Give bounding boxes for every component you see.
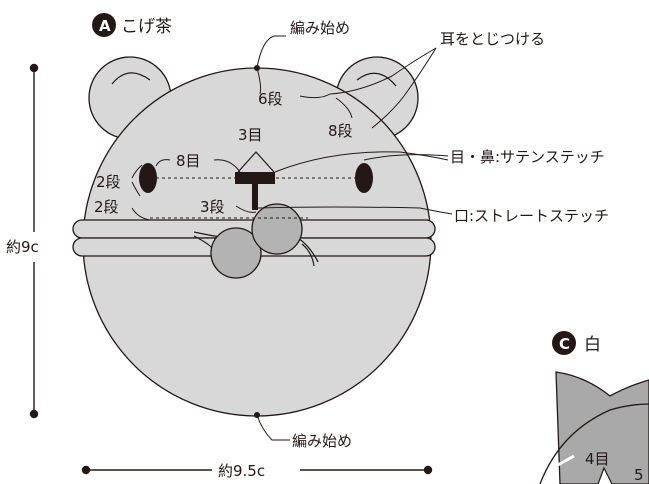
height-label: 約9c: [6, 238, 39, 256]
right-eye: [355, 163, 373, 193]
label-rows-6: 6段: [258, 90, 283, 108]
height-dimension: [29, 63, 39, 419]
label-stitches-3-top: 3目: [238, 126, 263, 144]
label-mouth-stitch: 口:ストレートステッチ: [454, 207, 609, 225]
left-eye: [139, 163, 157, 193]
label-rows-3-nose: 3段: [200, 198, 225, 216]
badge-c-icon: [552, 331, 576, 355]
svg-text:C: C: [559, 335, 570, 353]
svg-text:A: A: [99, 17, 111, 35]
label-eyes-nose-stitch: 目・鼻:サテンステッチ: [450, 148, 605, 166]
width-label: 約9.5c: [218, 462, 265, 480]
label-rows-8: 8段: [328, 122, 353, 140]
muzzle-lower: [210, 227, 262, 279]
label-rows-2-band: 2段: [94, 198, 119, 216]
badge-a-icon: [92, 13, 116, 37]
title-c: C 白: [552, 331, 601, 355]
muzzle-upper: [251, 203, 303, 255]
mouth-stem: [252, 184, 258, 210]
cat-figure-c: [539, 371, 649, 484]
title-a: A こげ茶: [92, 13, 172, 37]
label-c-stitches-4: 4目: [585, 450, 610, 468]
title-a-text: こげ茶: [121, 17, 172, 37]
width-dimension: [81, 465, 433, 475]
label-start-bottom: 編み始め: [292, 432, 352, 450]
label-rows-2-eye: 2段: [96, 173, 121, 191]
nose-triangle: [237, 151, 275, 173]
label-c-partial: 5: [634, 466, 644, 484]
title-c-text: 白: [584, 335, 601, 355]
label-start-top: 編み始め: [290, 19, 350, 37]
nose: [235, 172, 275, 184]
dashed-guides: [150, 177, 356, 219]
leader-lines: [131, 35, 453, 441]
label-ears-attach: 耳をとじつける: [440, 30, 545, 48]
label-stitches-8: 8目: [176, 152, 201, 170]
